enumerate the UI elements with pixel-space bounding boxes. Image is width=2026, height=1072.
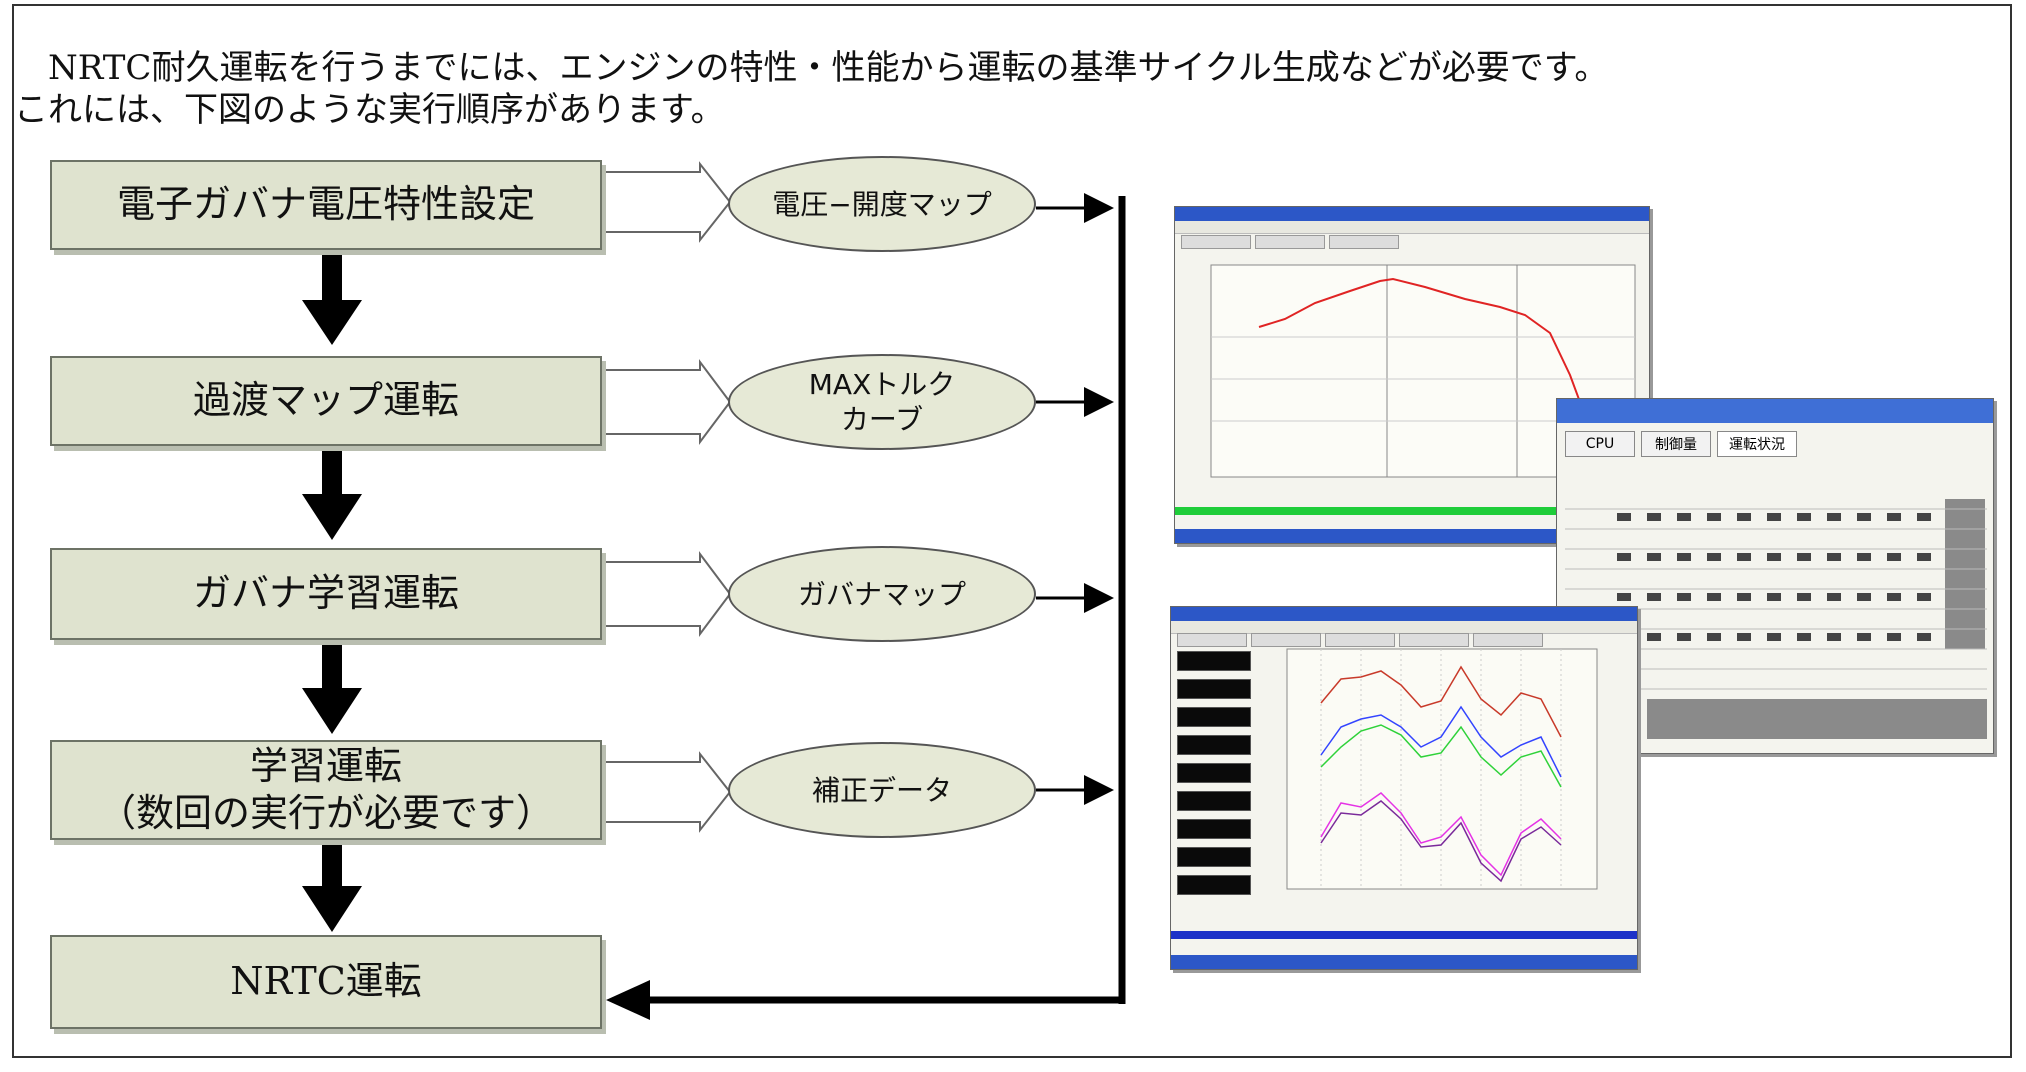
step-nrtc-run: NRTC運転: [50, 935, 602, 1029]
step-transient-map-run: 過渡マップ運転: [50, 356, 602, 446]
table-tab-cpu: CPU: [1565, 431, 1635, 457]
window-tabs: [1181, 235, 1399, 249]
window-menubar: [1175, 221, 1649, 234]
sequence-arrows: [302, 250, 362, 932]
window-tabs: [1177, 633, 1543, 647]
step-to-output-arrows: [603, 161, 732, 833]
intro-line-2: これには、下図のような実行順序があります。: [14, 90, 725, 130]
table-tab-status: 運転状況: [1717, 431, 1797, 457]
step-learning-run: 学習運転 （数回の実行が必要です）: [50, 740, 602, 840]
window-green-bar: [1175, 507, 1649, 515]
window-taskbar: [1171, 955, 1637, 969]
window-titlebar: [1175, 207, 1649, 221]
down-arrow-1: [302, 250, 362, 345]
table-window-titlebar: [1557, 399, 1993, 423]
down-arrow-3: [302, 640, 362, 734]
screenshot-trace-monitor: [1170, 606, 1638, 970]
table-shaded-column: [1945, 499, 1985, 649]
down-arrow-4: [302, 840, 362, 932]
window-taskbar: [1175, 529, 1649, 543]
output-governor-map: ガバナマップ: [728, 546, 1036, 642]
intro-line-1: NRTC耐久運転を行うまでには、エンジンの特性・性能から運転の基準サイクル生成な…: [48, 48, 1609, 88]
outline-arrow-3: [603, 551, 732, 637]
screenshot-torque-curve: [1174, 206, 1650, 544]
step-governor-learning-run: ガバナ学習運転: [50, 548, 602, 640]
feedback-arrowhead: [606, 980, 650, 1020]
figure-frame: [12, 4, 2012, 1058]
trace-plot: [1286, 648, 1598, 890]
outline-arrow-1: [603, 161, 732, 243]
output-lines: [1036, 193, 1114, 805]
trace-status-blue: [1171, 931, 1637, 939]
output-max-torque-curve: MAXトルク カーブ: [728, 354, 1036, 450]
output-correction-data: 補正データ: [728, 742, 1036, 838]
table-shaded-rows: [1647, 699, 1987, 739]
table-tab-control: 制御量: [1641, 431, 1711, 457]
trace-side-panel: [1173, 645, 1283, 895]
outline-arrow-4: [603, 751, 732, 833]
output-voltage-opening-map: 電圧−開度マップ: [728, 156, 1036, 252]
down-arrow-2: [302, 446, 362, 540]
window-titlebar: [1171, 607, 1637, 621]
outline-arrow-2: [603, 359, 732, 445]
step-governor-voltage-setting: 電子ガバナ電圧特性設定: [50, 160, 602, 250]
